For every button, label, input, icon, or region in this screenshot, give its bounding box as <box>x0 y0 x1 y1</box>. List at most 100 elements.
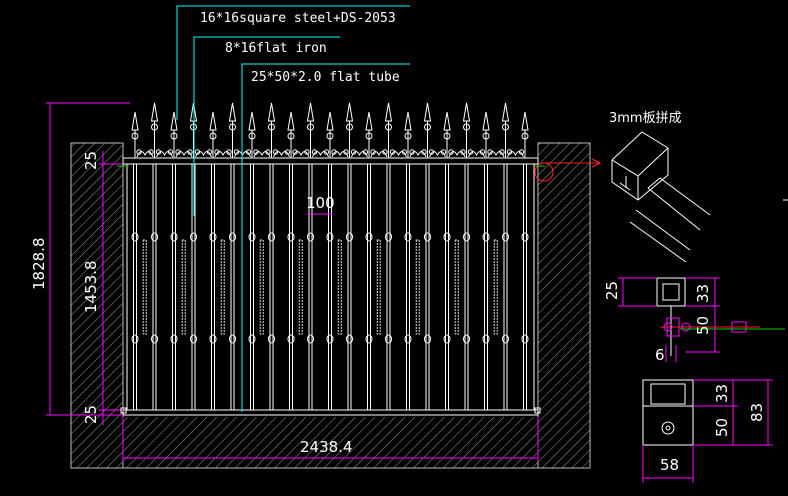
scroll-curl <box>351 151 368 158</box>
spear-tip <box>345 102 354 122</box>
scroll-eye <box>226 149 232 155</box>
scroll-eye <box>292 149 298 155</box>
anchor-markers <box>117 165 545 414</box>
spear-collar <box>424 123 431 131</box>
spear-collar <box>248 132 256 140</box>
picket-knuckle <box>326 232 334 242</box>
scroll-ornaments-group <box>136 149 525 158</box>
picket-knuckle <box>365 334 373 344</box>
inner-height-dim: 1453.8 <box>82 261 100 314</box>
spear-tip <box>209 111 217 131</box>
scroll-eye <box>311 149 318 155</box>
scroll-eye <box>343 149 349 155</box>
detail-b-58: 58 <box>660 456 679 474</box>
flat-iron-note: 8*16flat iron <box>225 41 327 56</box>
flat-tube-note: 25*50*2.0 flat tube <box>251 70 400 85</box>
spear-tip <box>443 111 451 131</box>
spear-collar <box>151 123 158 131</box>
detail-b <box>642 379 694 446</box>
picket-knuckle <box>131 232 139 242</box>
scroll-curl <box>136 151 154 158</box>
scroll-curl <box>448 151 466 158</box>
scroll-eye <box>487 149 493 155</box>
picket <box>152 163 157 411</box>
scroll-curl <box>292 151 310 158</box>
picket-knuckle <box>346 334 353 344</box>
scroll-curl <box>175 151 193 158</box>
picket <box>425 163 430 411</box>
scroll-eye <box>167 149 174 155</box>
scroll-eye <box>421 149 427 155</box>
picket-knuckle <box>521 232 529 242</box>
detail-a <box>656 277 785 356</box>
scroll-eye <box>382 149 388 155</box>
scroll-eye <box>389 149 396 155</box>
scroll-eye <box>194 149 201 155</box>
scroll-eye <box>253 149 259 155</box>
twisted-bar <box>259 239 264 335</box>
picket <box>133 163 137 411</box>
spear-tip <box>365 111 373 131</box>
detail-b-50: 50 <box>713 418 731 437</box>
scroll-eye <box>401 149 408 155</box>
spear-tip <box>306 102 315 122</box>
picket-knuckle <box>346 232 353 242</box>
spear-collar <box>443 132 451 140</box>
picket-knuckle <box>190 232 197 242</box>
picket-knuckle <box>307 232 314 242</box>
picket-knuckle <box>131 334 139 344</box>
picket-knuckle <box>385 334 392 344</box>
picket-knuckle <box>385 232 392 242</box>
scroll-eye <box>448 149 454 155</box>
spear-collar <box>385 123 392 131</box>
picket-knuckle <box>151 232 158 242</box>
spear-tip <box>404 111 412 131</box>
picket-knuckle <box>229 232 236 242</box>
picket-knuckle <box>502 334 509 344</box>
scroll-eye <box>440 149 447 155</box>
scroll-curl <box>429 151 446 158</box>
section-marker <box>534 158 602 182</box>
picket <box>211 163 215 411</box>
spear-tip <box>287 111 295 131</box>
scroll-eye <box>479 149 486 155</box>
scroll-eye <box>245 149 252 155</box>
picket <box>464 163 469 411</box>
scroll-eye <box>350 149 357 155</box>
scroll-eye <box>370 149 376 155</box>
scroll-curl <box>370 151 388 158</box>
picket-knuckle <box>170 334 178 344</box>
picket-knuckle <box>463 232 470 242</box>
picket-knuckle <box>287 334 295 344</box>
picket <box>230 163 235 411</box>
scroll-eye <box>323 149 330 155</box>
picket <box>250 163 254 411</box>
scroll-curl <box>312 151 329 158</box>
twisted-bar <box>142 239 147 335</box>
spear-tip <box>326 111 334 131</box>
spear-tip <box>228 102 237 122</box>
scroll-eye <box>187 149 193 155</box>
picket-knuckle <box>229 334 236 344</box>
picket-knuckle <box>248 232 256 242</box>
picket-knuckle <box>209 232 217 242</box>
twisted-bar <box>454 239 459 335</box>
spear-collar <box>229 123 236 131</box>
picket-knuckle <box>404 232 412 242</box>
picket-knuckle <box>502 232 509 242</box>
total-width-dim: 2438.4 <box>300 438 353 456</box>
spear-tip <box>248 111 256 131</box>
detail-a-dimensions <box>618 277 720 362</box>
picket-knuckle <box>307 334 314 344</box>
spear-collar <box>268 123 275 131</box>
plate-note: 3mm板拼成 <box>609 111 682 126</box>
pickets-group <box>131 163 529 411</box>
picket-knuckle <box>248 334 256 344</box>
scroll-curl <box>195 151 212 158</box>
detail-b-33: 33 <box>713 384 731 403</box>
spear-collar <box>326 132 334 140</box>
scroll-curl <box>214 151 232 158</box>
spear-tip <box>150 102 159 122</box>
